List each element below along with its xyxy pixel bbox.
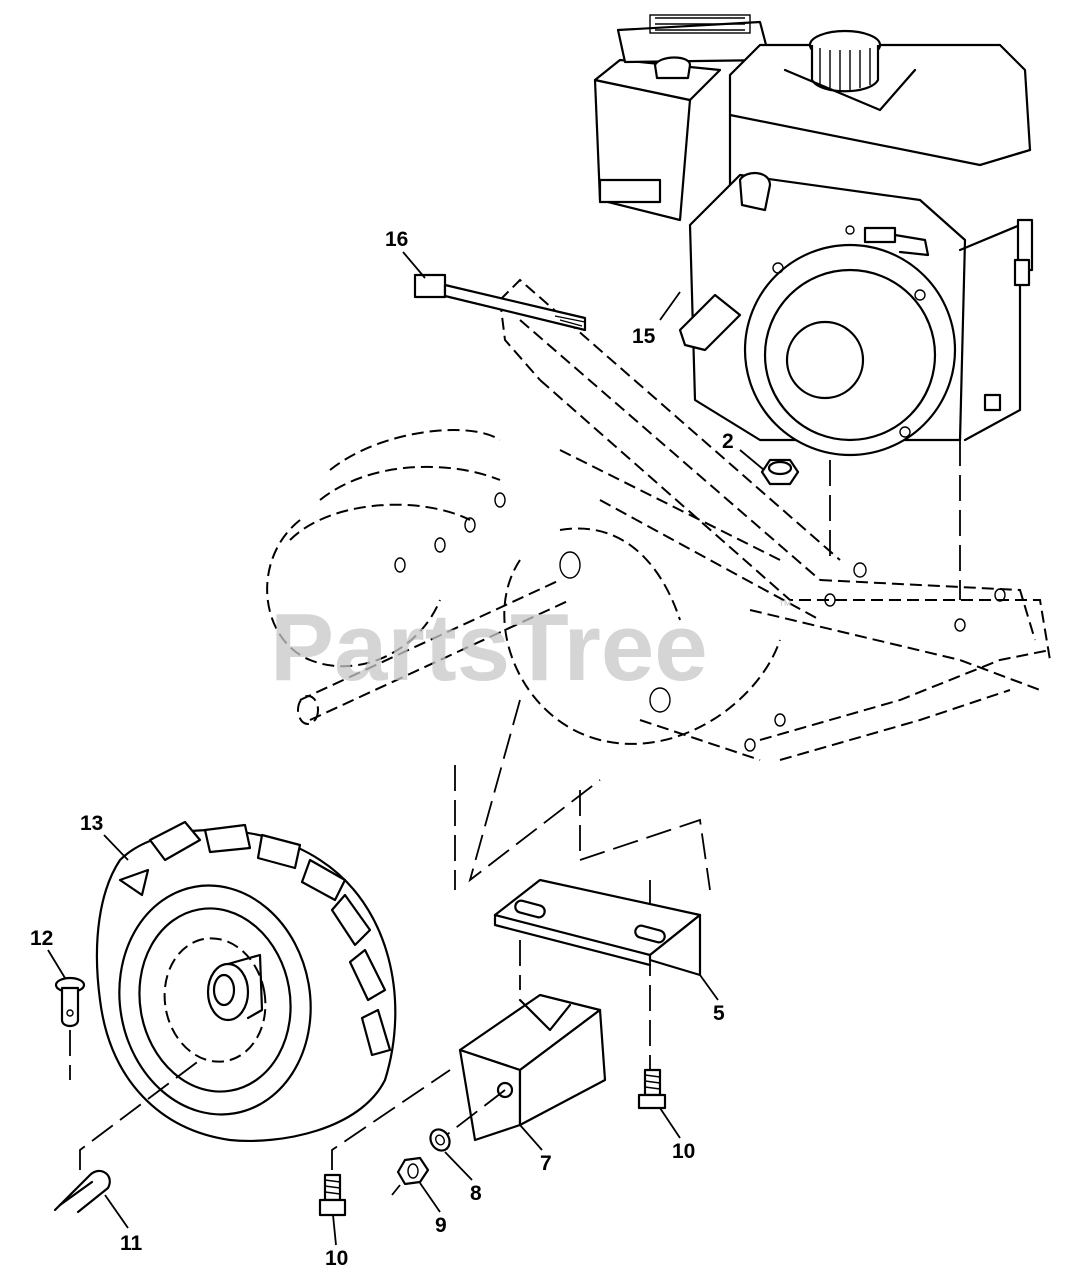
bolt-part-10-left [318,1069,451,1217]
watermark-text: PartsTree [270,594,708,701]
svg-text:7: 7 [540,1152,552,1175]
tiller-frame-outline [266,278,1051,1070]
bolt-part-10-right [637,1068,667,1110]
svg-text:10: 10 [325,1247,348,1270]
svg-text:2: 2 [722,430,734,453]
svg-text:16: 16 [385,228,408,251]
svg-text:5: 5 [713,1002,725,1025]
svg-text:8: 8 [470,1182,482,1205]
mounting-bracket [493,878,702,977]
svg-text:13: 13 [80,812,103,835]
callout-9: 9 [419,1182,447,1237]
callout-2: 2 [722,430,765,471]
hair-pin-clip [53,1059,201,1214]
svg-text:9: 9 [435,1214,447,1237]
callout-16: 16 [385,228,426,279]
tiller-wheel [95,820,397,1142]
watermark-trademark: ™ [778,597,792,613]
svg-text:10: 10 [672,1140,695,1163]
washer-part-8 [429,1128,451,1152]
callout-12: 12 [30,927,66,979]
svg-text:15: 15 [632,325,656,348]
clevis-pin [54,976,86,1080]
callout-7: 7 [519,1124,552,1175]
counterweight [439,993,607,1142]
callout-10-left: 10 [325,1214,348,1270]
engine [593,14,1034,457]
callout-5: 5 [699,974,725,1025]
cable-tie [413,273,587,332]
nut-part-2 [760,458,800,486]
callout-11: 11 [104,1194,143,1255]
callout-8: 8 [444,1151,482,1205]
callout-10-right: 10 [659,1107,695,1163]
svg-text:12: 12 [30,927,53,950]
hex-nut-part-9 [391,1156,430,1196]
callout-13: 13 [80,812,129,861]
svg-text:11: 11 [120,1232,143,1255]
callout-15: 15 [632,291,681,348]
